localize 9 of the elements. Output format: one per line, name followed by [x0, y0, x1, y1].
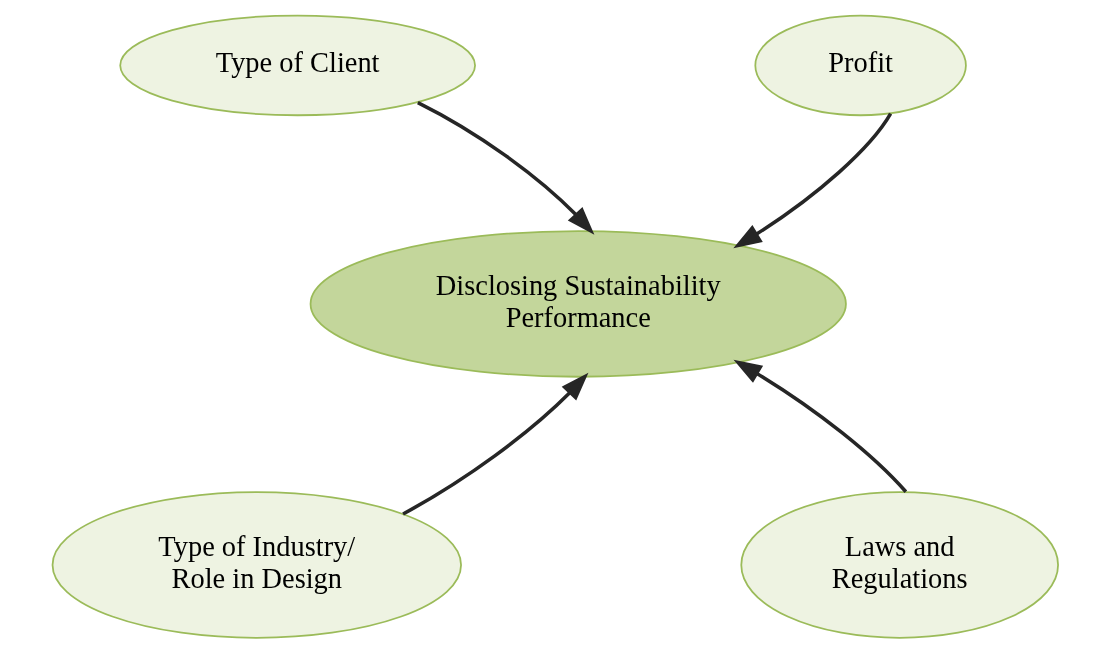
node-ellipse: Type of Industry/ Role in Design	[51, 491, 462, 639]
arrow	[402, 372, 589, 516]
arrow	[733, 112, 893, 249]
node-ellipse: Disclosing Sustainability Performance	[309, 230, 847, 378]
arrow	[733, 359, 908, 493]
arrow	[417, 101, 595, 235]
node-ellipse: Type of Client	[119, 14, 476, 117]
node-ellipse: Profit	[754, 14, 967, 117]
node-ellipse: Laws and Regulations	[740, 491, 1059, 639]
